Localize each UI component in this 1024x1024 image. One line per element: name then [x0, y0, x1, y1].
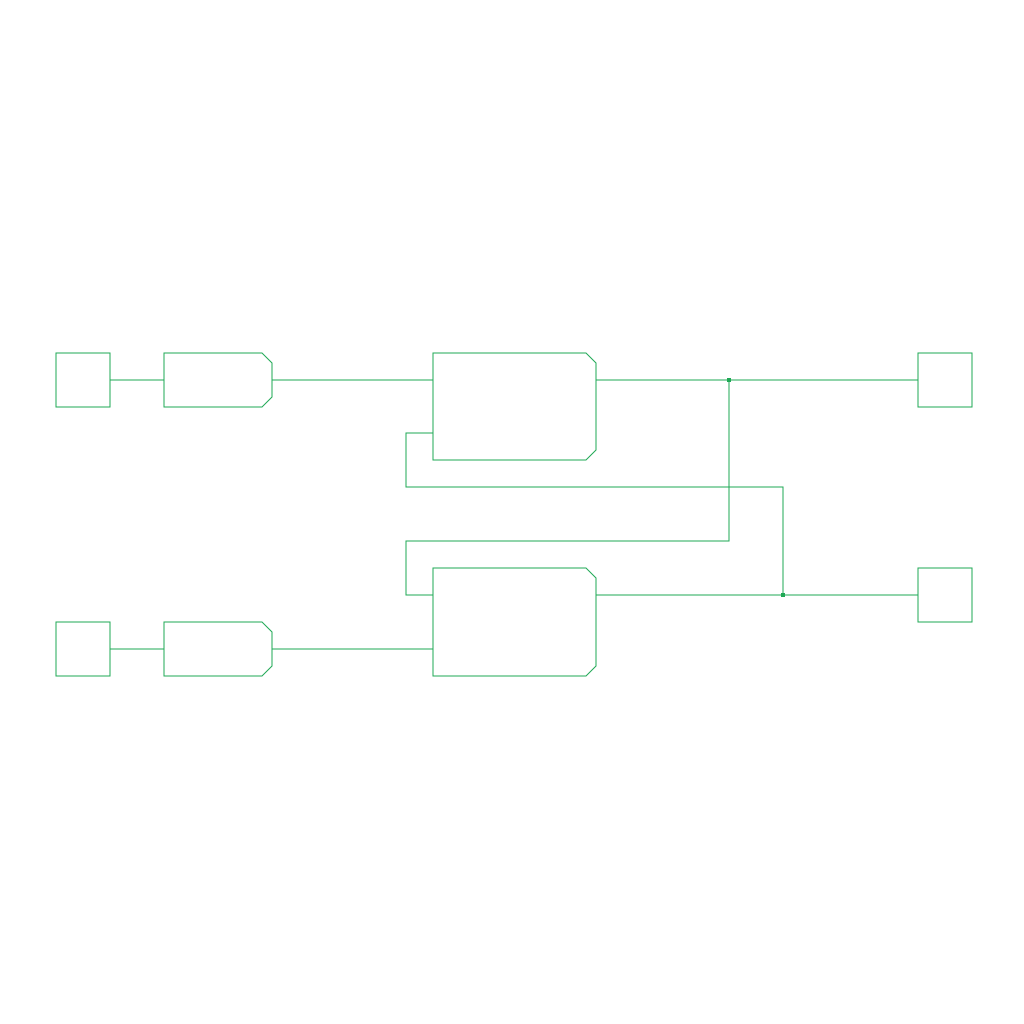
output-port-bottom [917, 567, 973, 623]
input-buffer-top [163, 352, 273, 408]
output-port-top [917, 352, 973, 408]
junction-dot-bottom [781, 593, 785, 597]
wire-feedback-to-bottom-gate [405, 380, 730, 596]
junction-dot-top [727, 378, 731, 382]
latch-gate-top [432, 352, 597, 461]
input-port-bottom [55, 621, 111, 677]
wire-feedback-to-top-gate [405, 432, 784, 595]
input-port-top [55, 352, 111, 408]
input-buffer-bottom [163, 621, 273, 677]
latch-gate-bottom [432, 567, 597, 677]
